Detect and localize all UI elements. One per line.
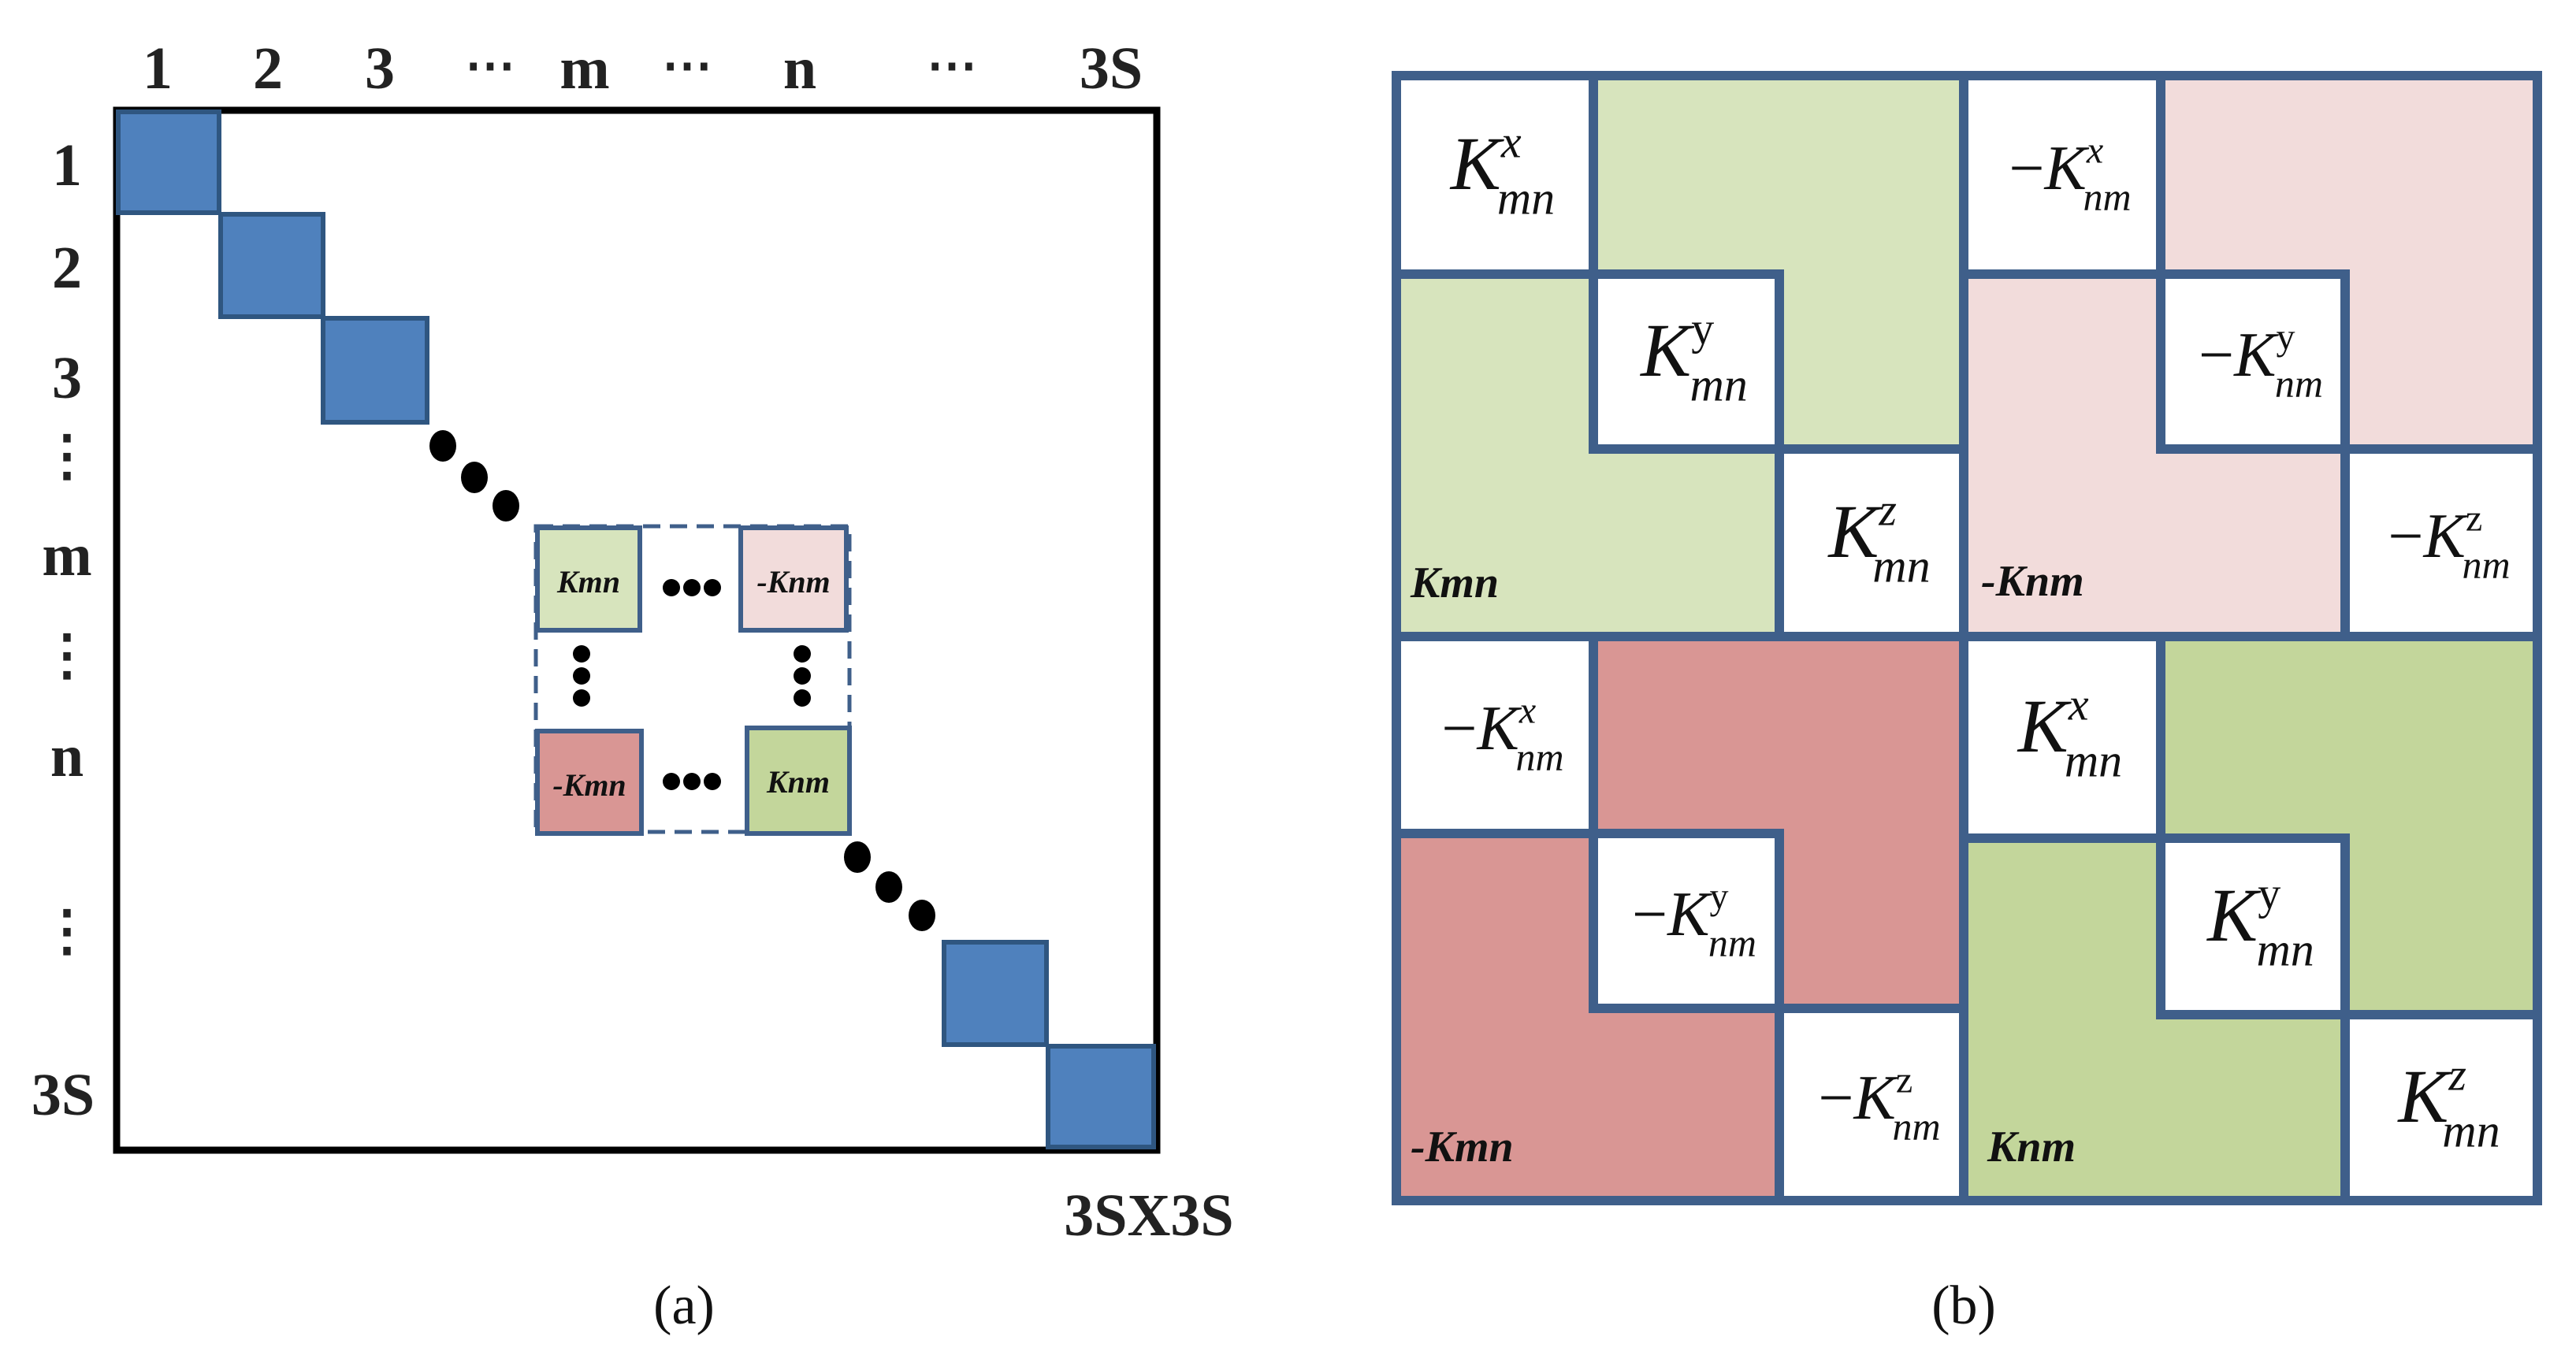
dot	[683, 773, 701, 790]
dot	[573, 667, 590, 685]
cell	[1589, 829, 1784, 1013]
dot	[794, 689, 811, 707]
dot	[493, 490, 519, 522]
diagonal-blocks	[116, 110, 1156, 1149]
diag-block	[942, 940, 1049, 1047]
block-knm-label: Knm	[766, 764, 830, 800]
row-label-m: m	[42, 522, 91, 588]
submatrix-dots	[573, 579, 811, 790]
dot	[794, 667, 811, 685]
submatrix-dashed-box	[533, 524, 852, 834]
cell	[1775, 1004, 1968, 1205]
col-ellipsis-1: ⋯	[465, 37, 515, 93]
dot	[704, 773, 721, 790]
row-ellipsis-2: ⋮	[39, 626, 95, 686]
matrix-size-label: 3SX3S	[1064, 1182, 1233, 1249]
column-labels: 1 2 3 ⋯ m ⋯ n ⋯ 3S	[143, 35, 1143, 102]
col-label-3s: 3S	[1080, 35, 1143, 102]
diag-block	[218, 212, 325, 319]
col-label-3: 3	[365, 35, 395, 102]
block-neg-knm-label: -Knm	[756, 564, 830, 600]
cell	[2156, 833, 2350, 1019]
block-knm	[745, 726, 852, 836]
dot	[663, 773, 680, 790]
block-kmn-label: Kmn	[556, 564, 620, 600]
block-kmn	[535, 525, 642, 633]
col-ellipsis-2: ⋯	[662, 37, 712, 93]
grid-lines	[1392, 71, 2542, 1205]
quad-label-neg-knm: -Knm	[1981, 557, 2084, 606]
dot	[794, 645, 811, 663]
dot	[683, 579, 701, 596]
block-neg-kmn	[535, 729, 644, 836]
dot	[573, 689, 590, 707]
panel-a: 1 2 3 ⋯ m ⋯ n ⋯ 3S 1 2 3 ⋮ m ⋮ n ⋮ 3S	[32, 35, 1234, 1336]
cell	[2156, 269, 2350, 454]
quad-label-kmn: Kmn	[1410, 559, 1499, 607]
cell	[1589, 269, 1784, 454]
col-label-n: n	[783, 35, 816, 102]
col-label-m: m	[559, 35, 609, 102]
dot	[429, 430, 456, 462]
block-neg-kmn-label: -Kmn	[552, 767, 626, 803]
caption-b: (b)	[1931, 1275, 1996, 1336]
dot	[875, 871, 902, 903]
dot	[909, 900, 935, 931]
dot	[704, 579, 721, 596]
quad-label-neg-kmn: -Kmn	[1411, 1123, 1514, 1171]
row-ellipsis-1: ⋮	[39, 426, 95, 487]
dot	[663, 579, 680, 596]
col-ellipsis-3: ⋯	[927, 37, 977, 93]
col-label-1: 1	[143, 35, 173, 102]
row-label-1: 1	[52, 132, 82, 199]
dot	[461, 462, 488, 493]
diag-block	[321, 316, 429, 425]
caption-a: (a)	[653, 1275, 715, 1336]
row-label-n: n	[50, 723, 84, 789]
row-labels: 1 2 3 ⋮ m ⋮ n ⋮ 3S	[32, 132, 95, 1128]
row-ellipsis-3: ⋮	[39, 901, 95, 962]
row-label-2: 2	[52, 235, 82, 301]
cell	[1959, 632, 2165, 843]
row-label-3: 3	[52, 345, 82, 411]
block-neg-knm	[738, 525, 849, 633]
row-label-3s: 3S	[32, 1062, 95, 1128]
dot	[573, 645, 590, 663]
diag-block	[1046, 1044, 1156, 1149]
quad-label-knm: Knm	[1987, 1123, 2076, 1171]
dot	[844, 841, 871, 873]
col-label-2: 2	[253, 35, 283, 102]
diag-block	[116, 110, 221, 215]
diagonal-dots	[429, 430, 935, 931]
